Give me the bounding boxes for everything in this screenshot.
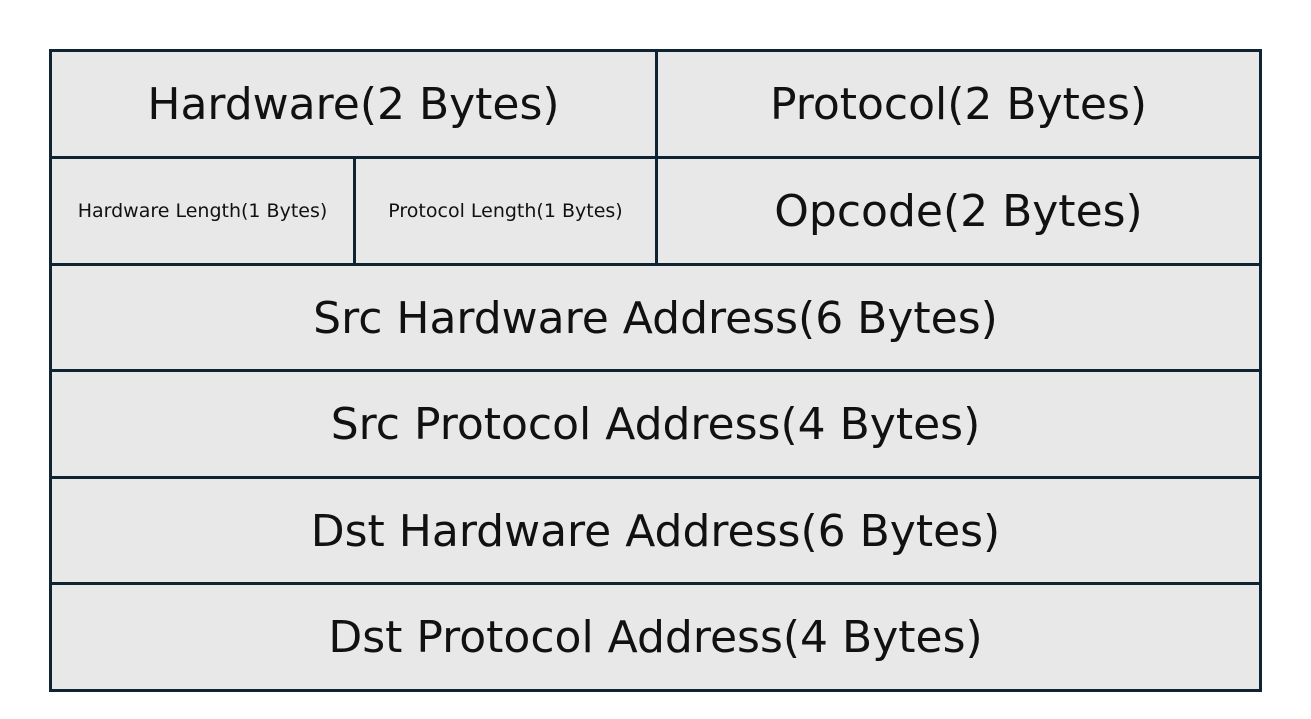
field-opcode: Opcode(2 Bytes)	[655, 156, 1262, 266]
field-hardware: Hardware(2 Bytes)	[49, 49, 658, 159]
field-hardware-label: Hardware(2 Bytes)	[147, 78, 560, 130]
field-protocol-label: Protocol(2 Bytes)	[769, 78, 1148, 130]
field-src-protocol-address: Src Protocol Address(4 Bytes)	[49, 369, 1262, 479]
field-protocol: Protocol(2 Bytes)	[655, 49, 1262, 159]
field-src-protocol-address-label: Src Protocol Address(4 Bytes)	[330, 398, 981, 450]
field-hardware-length-label: Hardware Length(1 Bytes)	[77, 200, 328, 222]
field-dst-hardware-address-label: Dst Hardware Address(6 Bytes)	[310, 505, 1001, 557]
field-hardware-length: Hardware Length(1 Bytes)	[49, 156, 356, 266]
field-protocol-length-label: Protocol Length(1 Bytes)	[388, 200, 623, 222]
field-dst-hardware-address: Dst Hardware Address(6 Bytes)	[49, 476, 1262, 586]
field-opcode-label: Opcode(2 Bytes)	[774, 185, 1143, 237]
field-src-hardware-address-label: Src Hardware Address(6 Bytes)	[313, 292, 998, 344]
field-dst-protocol-address: Dst Protocol Address(4 Bytes)	[49, 582, 1262, 692]
field-dst-protocol-address-label: Dst Protocol Address(4 Bytes)	[328, 611, 983, 663]
field-src-hardware-address: Src Hardware Address(6 Bytes)	[49, 263, 1262, 373]
field-protocol-length: Protocol Length(1 Bytes)	[353, 156, 658, 266]
